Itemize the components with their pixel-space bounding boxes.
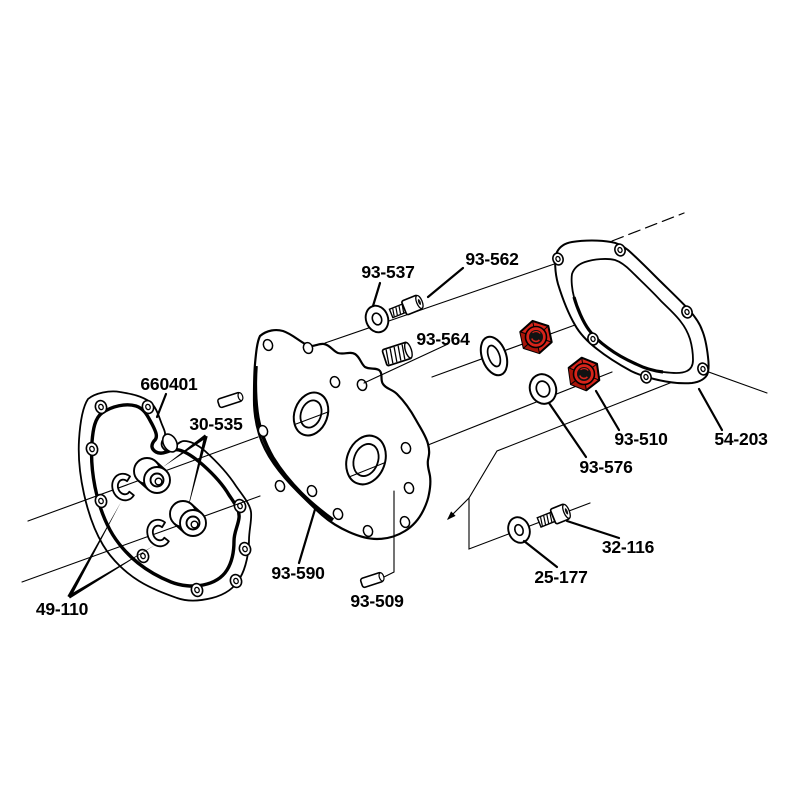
leader-32-116 xyxy=(565,519,621,540)
gasket-54-203-inner xyxy=(570,258,694,374)
leader-660401 xyxy=(155,392,168,419)
label-25-177: 25-177 xyxy=(534,567,587,587)
svg-text:49-110: 49-110 xyxy=(36,599,89,619)
label-30-535: 30-535 xyxy=(189,414,243,434)
leader-30-535-b xyxy=(186,435,208,516)
bolt-32-116 xyxy=(536,503,571,528)
svg-text:93-509: 93-509 xyxy=(350,591,404,611)
svg-text:93-590: 93-590 xyxy=(271,563,325,583)
cover-93-590-edge-shadow xyxy=(253,365,335,522)
axis-boss-a-segment xyxy=(295,411,329,425)
leader-93-562 xyxy=(426,266,465,299)
svg-text:30-535: 30-535 xyxy=(189,414,243,434)
washer-93-537 xyxy=(364,304,390,334)
label-32-116: 32-116 xyxy=(602,537,655,557)
dowel-pin-top xyxy=(217,391,244,409)
screw-93-562 xyxy=(388,294,424,319)
svg-text:32-116: 32-116 xyxy=(602,537,655,557)
label-660401: 660401 xyxy=(140,374,198,394)
leader-30-535-a xyxy=(163,434,208,467)
label-93-537: 93-537 xyxy=(361,262,414,282)
label-49-110: 49-110 xyxy=(36,599,89,619)
label-93-562: 93-562 xyxy=(465,249,519,269)
label-93-576: 93-576 xyxy=(579,457,633,477)
leader-93-537 xyxy=(371,281,382,308)
nut-93-510-upper xyxy=(519,319,553,355)
leader-49-110-b xyxy=(68,545,155,599)
gasket-660401-bolt-holes xyxy=(85,399,252,598)
label-93-509: 93-509 xyxy=(350,591,404,611)
axis-boss-b-segment xyxy=(348,462,385,478)
svg-text:93-537: 93-537 xyxy=(361,262,414,282)
retaining-ring-49-110-a xyxy=(111,472,135,502)
washer-93-576 xyxy=(528,373,558,405)
svg-text:93-564: 93-564 xyxy=(416,329,470,349)
label-93-564: 93-564 xyxy=(416,329,470,349)
axis-countershaft xyxy=(21,495,261,583)
axis-screw-93-537 xyxy=(324,260,564,344)
pin-93-509 xyxy=(359,571,385,589)
svg-text:93-562: 93-562 xyxy=(465,249,519,269)
leader-25-177 xyxy=(522,539,559,569)
cover-93-590-outline xyxy=(252,328,432,541)
gasket-54-203-bolt-holes xyxy=(552,243,709,384)
svg-text:93-576: 93-576 xyxy=(579,457,633,477)
svg-text:54-203: 54-203 xyxy=(714,429,768,449)
washer-25-177 xyxy=(507,516,531,544)
gasket-54-203-bead xyxy=(572,296,664,374)
witness-line-bolt xyxy=(468,369,768,550)
axis-plug-93-564 xyxy=(363,343,449,384)
arrowhead-bolt-hole xyxy=(447,511,456,520)
svg-text:93-510: 93-510 xyxy=(614,429,668,449)
plug-93-564 xyxy=(381,341,413,367)
label-93-510: 93-510 xyxy=(614,429,668,449)
nut-93-510-lower xyxy=(567,356,601,392)
leader-93-510 xyxy=(594,389,621,432)
retaining-ring-49-110-b xyxy=(146,518,170,548)
axis-dashed-top xyxy=(611,212,685,242)
leader-49-110-a xyxy=(67,502,121,598)
leader-93-576 xyxy=(547,401,588,459)
gasket-660401-bead xyxy=(89,403,241,588)
witness-line-pin xyxy=(381,490,395,579)
bearing-30-535-a xyxy=(133,457,171,494)
bearing-30-535-b xyxy=(169,500,207,537)
leader-54-203 xyxy=(697,387,724,432)
leader-93-590 xyxy=(297,504,318,565)
svg-text:25-177: 25-177 xyxy=(534,567,587,587)
label-54-203: 54-203 xyxy=(714,429,768,449)
svg-text:660401: 660401 xyxy=(140,374,198,394)
label-93-590: 93-590 xyxy=(271,563,325,583)
cover-93-590-bolt-holes xyxy=(257,338,415,538)
spacer-washer-upper xyxy=(479,335,509,377)
gasket-660401-oval-hole xyxy=(161,433,179,453)
